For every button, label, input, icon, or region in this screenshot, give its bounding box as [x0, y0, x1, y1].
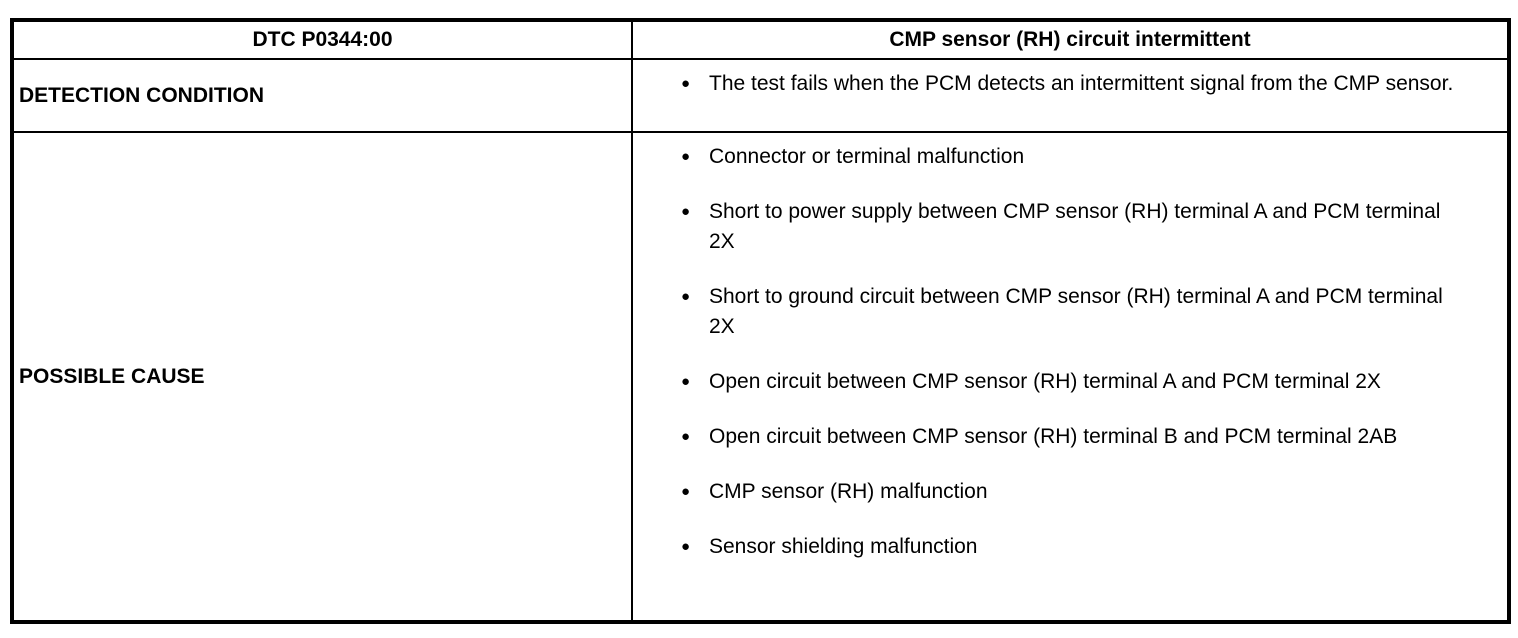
row-label-detection-condition: DETECTION CONDITION	[11, 58, 633, 133]
bullet-text: CMP sensor (RH) malfunction	[709, 480, 988, 503]
possible-cause-row: POSSIBLE CAUSE ● Connector or terminal m…	[11, 131, 1510, 623]
list-item: ● CMP sensor (RH) malfunction	[681, 477, 1467, 507]
bullet-icon: ●	[681, 428, 691, 445]
detection-bullet-list: ● The test fails when the PCM detects an…	[681, 69, 1467, 99]
bullet-text: Open circuit between CMP sensor (RH) ter…	[709, 425, 1398, 448]
bullet-icon: ●	[681, 75, 691, 92]
bullet-text: Short to power supply between CMP sensor…	[709, 200, 1441, 253]
bullet-icon: ●	[681, 538, 691, 555]
detection-condition-content: ● The test fails when the PCM detects an…	[631, 58, 1510, 133]
dtc-code-header: DTC P0344:00	[11, 19, 633, 60]
list-item: ● Short to ground circuit between CMP se…	[681, 282, 1467, 342]
list-item: ● Short to power supply between CMP sens…	[681, 197, 1467, 257]
bullet-icon: ●	[681, 148, 691, 165]
list-item: ● The test fails when the PCM detects an…	[681, 69, 1467, 99]
detection-condition-row: DETECTION CONDITION ● The test fails whe…	[11, 58, 1510, 133]
dtc-description-header: CMP sensor (RH) circuit intermittent	[631, 19, 1510, 60]
list-item: ● Open circuit between CMP sensor (RH) t…	[681, 367, 1467, 397]
bullet-icon: ●	[681, 373, 691, 390]
table-header-row: DTC P0344:00 CMP sensor (RH) circuit int…	[11, 19, 1510, 60]
dtc-table: DTC P0344:00 CMP sensor (RH) circuit int…	[10, 18, 1511, 624]
list-item: ● Sensor shielding malfunction	[681, 532, 1467, 562]
bullet-icon: ●	[681, 288, 691, 305]
possible-cause-content: ● Connector or terminal malfunction ● Sh…	[631, 131, 1510, 623]
bullet-icon: ●	[681, 483, 691, 500]
bullet-text: The test fails when the PCM detects an i…	[709, 72, 1454, 95]
bullet-text: Connector or terminal malfunction	[709, 145, 1025, 168]
bullet-icon: ●	[681, 203, 691, 220]
cause-bullet-list: ● Connector or terminal malfunction ● Sh…	[681, 142, 1467, 562]
list-item: ● Open circuit between CMP sensor (RH) t…	[681, 422, 1467, 452]
bullet-text: Short to ground circuit between CMP sens…	[709, 285, 1443, 338]
row-label-possible-cause: POSSIBLE CAUSE	[11, 131, 633, 623]
bullet-text: Open circuit between CMP sensor (RH) ter…	[709, 370, 1381, 393]
bullet-text: Sensor shielding malfunction	[709, 535, 978, 558]
list-item: ● Connector or terminal malfunction	[681, 142, 1467, 172]
